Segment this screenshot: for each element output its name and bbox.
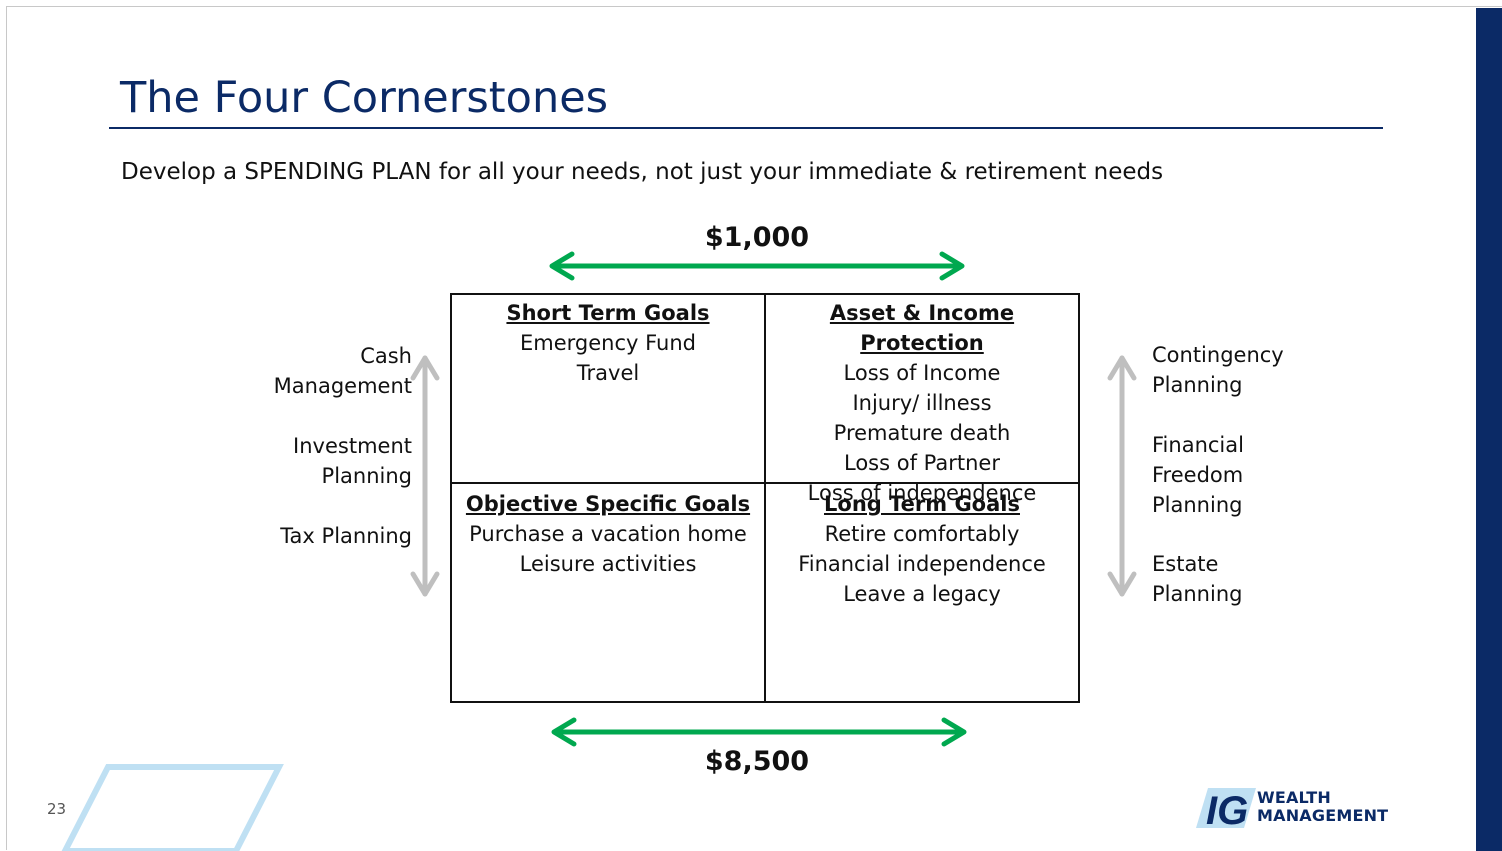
label-line: Tax Planning <box>280 524 412 548</box>
label-line: Estate <box>1152 552 1219 576</box>
label-line: Contingency <box>1152 343 1284 367</box>
bottom-double-arrow <box>551 717 967 747</box>
quadrant-long-term-goals: Long Term Goals Retire comfortably Finan… <box>766 489 1078 609</box>
quadrant-item: Retire comfortably <box>824 522 1020 546</box>
top-double-arrow <box>549 251 965 281</box>
quadrant-item: Loss of Partner <box>844 451 1000 475</box>
right-vertical-arrow <box>1107 355 1137 597</box>
quadrant-heading: Asset & Income Protection <box>829 301 1015 355</box>
grid-vertical-divider <box>764 293 766 703</box>
label-line: Investment <box>293 434 412 458</box>
left-vertical-arrow <box>410 355 440 597</box>
quadrant-short-term-goals: Short Term Goals Emergency Fund Travel <box>452 298 764 388</box>
slide <box>6 6 1502 850</box>
label-line: Planning <box>321 464 412 488</box>
quadrant-item: Travel <box>576 361 640 385</box>
label-tax-planning: Tax Planning <box>212 521 412 551</box>
quadrant-item: Financial independence <box>798 552 1046 576</box>
quadrant-item: Purchase a vacation home <box>469 522 747 546</box>
label-line: Planning <box>1152 373 1243 397</box>
quadrant-heading: Objective Specific Goals <box>465 492 751 516</box>
label-cash-management: Cash Management <box>212 341 412 401</box>
quadrant-item: Premature death <box>833 421 1011 445</box>
label-contingency-planning: Contingency Planning <box>1152 340 1352 400</box>
quadrant-item: Loss of independence <box>807 481 1037 505</box>
quadrant-item: Emergency Fund <box>520 331 696 355</box>
label-line: Cash <box>360 344 412 368</box>
quadrant-item: Injury/ illness <box>852 391 992 415</box>
top-amount: $1,000 <box>704 222 810 253</box>
page-number: 23 <box>47 800 67 818</box>
right-accent-bar <box>1476 8 1502 851</box>
ig-wealth-management-logo: IG <box>1196 788 1256 830</box>
quadrant-heading: Short Term Goals <box>506 301 710 325</box>
logo-line: MANAGEMENT <box>1257 806 1389 825</box>
slide-title: The Four Cornerstones <box>120 73 609 123</box>
label-investment-planning: Investment Planning <box>212 431 412 491</box>
label-line: Planning <box>1152 582 1243 606</box>
quadrant-item: Loss of Income <box>843 361 1001 385</box>
grid-horizontal-divider <box>450 482 1080 484</box>
label-line: Planning <box>1152 493 1243 517</box>
decorative-parallelogram <box>61 764 284 851</box>
quadrant-item: Leave a legacy <box>843 582 1001 606</box>
quadrant-asset-income-protection: Asset & Income Protection Loss of Income… <box>766 298 1078 508</box>
label-estate-planning: Estate Planning <box>1152 549 1352 609</box>
logo-line: WEALTH <box>1257 788 1332 807</box>
logo-mark: IG <box>1206 789 1248 830</box>
quadrant-heading: Long Term Goals <box>824 492 1020 516</box>
quadrant-item: Leisure activities <box>519 552 697 576</box>
quadrant-objective-specific-goals: Objective Specific Goals Purchase a vaca… <box>452 489 764 579</box>
label-line: Management <box>273 374 412 398</box>
bottom-amount: $8,500 <box>704 746 810 777</box>
title-underline <box>109 127 1383 129</box>
label-line: Freedom <box>1152 463 1244 487</box>
logo-wordmark: WEALTH MANAGEMENT <box>1257 789 1388 825</box>
slide-subtitle: Develop a SPENDING PLAN for all your nee… <box>121 159 1164 185</box>
label-financial-freedom-planning: Financial Freedom Planning <box>1152 430 1352 520</box>
label-line: Financial <box>1152 433 1244 457</box>
